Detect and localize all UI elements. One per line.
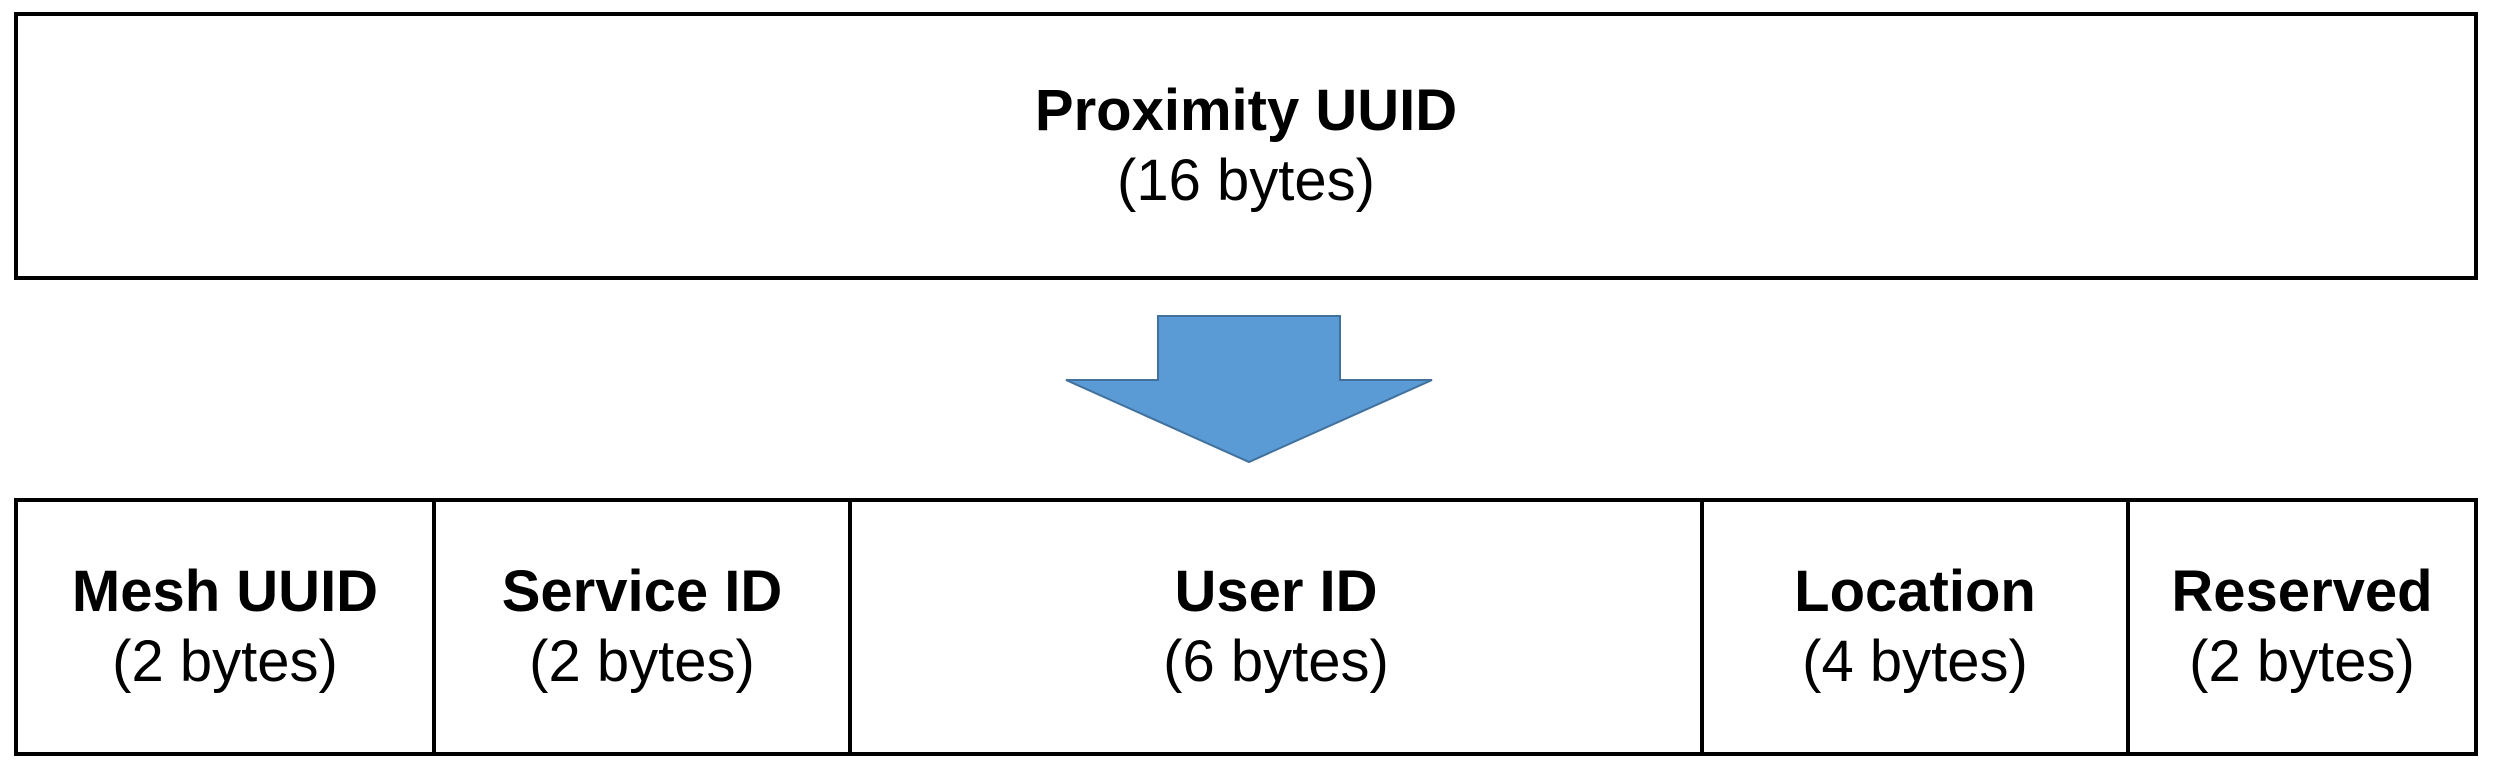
field-size: (4 bytes) xyxy=(1802,629,2028,694)
uuid-fields-row: Mesh UUID (2 bytes) Service ID (2 bytes)… xyxy=(14,498,2478,756)
down-arrow-icon xyxy=(1065,315,1433,464)
down-arrow-shape xyxy=(1065,315,1433,464)
field-user-id: User ID (6 bytes) xyxy=(852,502,1704,752)
proximity-uuid-box: Proximity UUID (16 bytes) xyxy=(14,12,2478,280)
field-size: (2 bytes) xyxy=(529,629,755,694)
field-service-id: Service ID (2 bytes) xyxy=(436,502,852,752)
proximity-uuid-size: (16 bytes) xyxy=(1117,148,1375,213)
field-size: (2 bytes) xyxy=(2189,629,2415,694)
field-title: Location xyxy=(1794,559,2036,625)
field-title: Service ID xyxy=(501,559,783,625)
field-reserved: Reserved (2 bytes) xyxy=(2130,502,2474,752)
field-location: Location (4 bytes) xyxy=(1704,502,2130,752)
field-title: Reserved xyxy=(2171,559,2433,625)
proximity-uuid-title: Proximity UUID xyxy=(1034,78,1458,144)
field-size: (2 bytes) xyxy=(112,629,338,694)
field-mesh-uuid: Mesh UUID (2 bytes) xyxy=(18,502,436,752)
field-size: (6 bytes) xyxy=(1163,629,1389,694)
field-title: User ID xyxy=(1174,559,1378,625)
field-title: Mesh UUID xyxy=(71,559,379,625)
